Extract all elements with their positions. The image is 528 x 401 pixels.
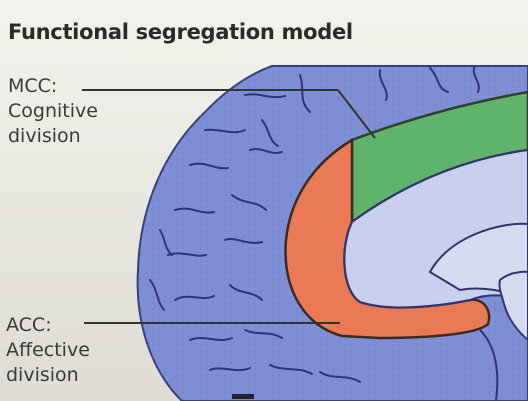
mcc-label: MCC: Cognitive division <box>8 74 98 149</box>
mcc-name: MCC: <box>8 74 98 99</box>
mcc-role: Cognitive <box>8 99 98 124</box>
acc-suffix: division <box>6 363 90 388</box>
bottom-artifact <box>232 394 254 399</box>
acc-label: ACC: Affective division <box>6 313 90 388</box>
acc-role: Affective <box>6 338 90 363</box>
acc-name: ACC: <box>6 313 90 338</box>
mcc-suffix: division <box>8 124 98 149</box>
